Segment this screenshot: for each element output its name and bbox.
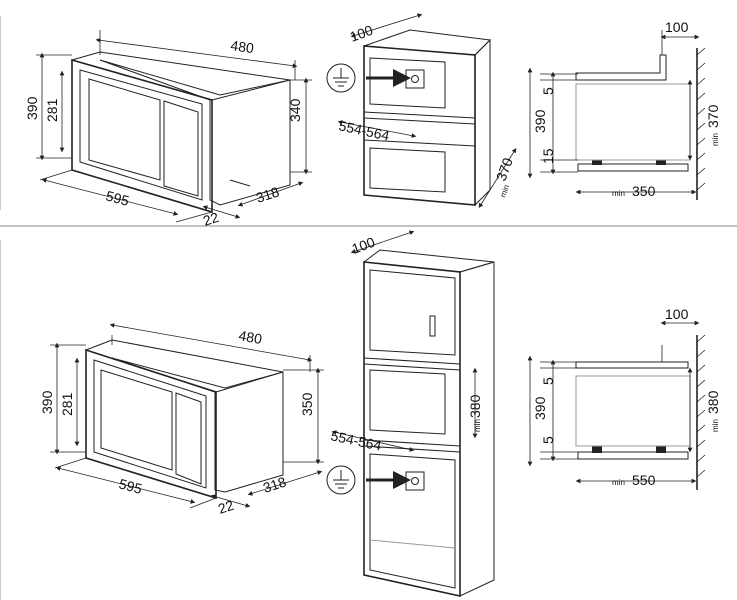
bottom-cabinet-drawing	[331, 230, 495, 597]
bottom-ground-symbol-icon	[326, 465, 356, 495]
top-side-offset-label: 100	[665, 19, 689, 35]
bottom-cabinet-min-height-label: 380	[467, 394, 483, 418]
bottom-side-offset-label: 100	[665, 306, 689, 322]
bottom-oven-front-width-label: 595	[117, 475, 144, 497]
top-side-total-label: 390	[532, 109, 548, 133]
top-cabinet-min-height-label: 370	[493, 155, 516, 183]
top-side-bottom-gap-label: 15	[540, 148, 556, 164]
bottom-cabinet-opening-label: 554-564	[329, 427, 383, 453]
bottom-oven-height-outer-label: 390	[39, 390, 55, 414]
bottom-oven-depth-label: 350	[299, 392, 315, 416]
top-oven-height-inner-label: 281	[44, 98, 60, 122]
bottom-side-drawing	[527, 320, 706, 490]
bottom-cabinet-min-label: min	[473, 419, 482, 432]
bottom-side-top-gap-label: 5	[540, 377, 556, 385]
top-cabinet-drawing	[337, 13, 517, 209]
bottom-oven-gap-label: 22	[216, 497, 236, 517]
top-oven-side-depth-label: 318	[254, 183, 281, 206]
top-side-min-height-label: 370	[705, 104, 721, 128]
bottom-side-min-height-label: 380	[705, 390, 721, 414]
top-oven-height-outer-label: 390	[24, 96, 40, 120]
bottom-side-min-depth-label: 550	[632, 472, 656, 488]
ground-symbol-icon	[326, 63, 356, 93]
bottom-oven-side-depth-label: 318	[261, 473, 288, 496]
top-cabinet-offset-label: 100	[348, 22, 376, 45]
top-oven-gap-label: 22	[201, 209, 221, 229]
top-side-min-label: min	[711, 133, 720, 146]
bottom-side-bottom-gap-label: 5	[540, 436, 556, 444]
top-side-depth-min-label: min	[612, 189, 625, 198]
socket-icon	[405, 69, 425, 89]
top-oven-drawing	[36, 30, 312, 223]
top-cabinet-min-label: min	[498, 183, 511, 198]
bottom-cabinet-offset-label: 100	[350, 234, 378, 257]
top-side-top-gap-label: 5	[540, 87, 556, 95]
bottom-oven-height-inner-label: 281	[59, 392, 75, 416]
top-side-drawing	[527, 30, 706, 200]
top-oven-width-label: 480	[230, 37, 256, 56]
bottom-socket-icon	[405, 471, 425, 491]
bottom-side-total-label: 390	[532, 396, 548, 420]
top-oven-depth-label: 340	[287, 98, 303, 122]
bottom-side-depth-min-label: min	[612, 478, 625, 487]
bottom-oven-drawing	[50, 323, 324, 509]
bottom-oven-width-label: 480	[237, 327, 263, 347]
bottom-side-min-label: min	[711, 419, 720, 432]
top-oven-front-width-label: 595	[104, 187, 131, 209]
top-side-min-depth-label: 350	[632, 183, 656, 199]
